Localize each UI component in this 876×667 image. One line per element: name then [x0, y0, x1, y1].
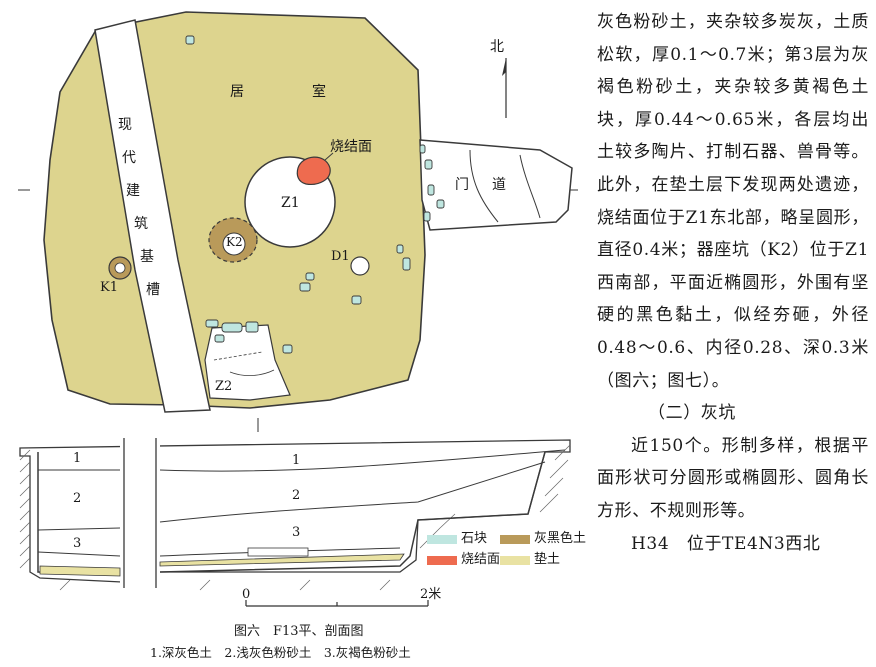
k2-label: K2 [226, 235, 243, 249]
section-layer-left-1: 1 [73, 451, 82, 466]
section-layer-left-2: 2 [73, 491, 82, 506]
living-room-label-b: 室 [312, 84, 326, 100]
legend-swatch-soil [500, 535, 530, 544]
section-heading: （二）灰坑 [648, 403, 736, 424]
legend-swatch-stone [427, 535, 457, 544]
figure-f13: 北 居 室 现 代 建 筑 基 槽 烧结面 Z1 K2 K1 D1 Z2 门 道… [18, 11, 587, 660]
figure-subcaption: 1.深灰色土 2.浅灰色粉砂土 3.灰褐色粉砂土 [150, 645, 411, 660]
z1-label: Z1 [281, 195, 300, 211]
door-label-b: 道 [492, 177, 506, 193]
article-paragraph-2: 近150个。形制多样，根据平面形状可分圆形或椭圆形、圆角长方形、不规则形等。 [597, 435, 869, 521]
section-layer-right-3: 3 [292, 525, 301, 540]
figure-caption: 图六 F13平、剖面图 [234, 624, 364, 639]
figure-drawing [18, 11, 578, 607]
section-layer-right-2: 2 [292, 488, 301, 503]
section-drawing [19, 438, 571, 591]
scale-start: 0 [242, 587, 251, 602]
burnt-surface-label: 烧结面 [330, 139, 372, 155]
legend-label-bedding: 垫土 [534, 552, 561, 567]
section-layer-left-3: 3 [73, 536, 82, 551]
foundation-trench [94, 19, 211, 413]
stones [185, 35, 445, 354]
k1-label: K1 [100, 280, 118, 295]
article-paragraph-3: H34 位于TE4N3西北 [631, 533, 821, 554]
north-label: 北 [490, 39, 504, 55]
article-paragraph-1: 灰色粉砂土，夹杂较多炭灰，土质松软，厚0.1～0.7米；第3层为灰褐色粉砂土，夹… [597, 12, 869, 391]
z2-hearth [204, 324, 291, 401]
d1-posthole [350, 256, 370, 276]
legend-label-soil: 灰黑色土 [534, 531, 587, 546]
legend-swatch-bedding [500, 556, 530, 565]
z2-label: Z2 [215, 379, 233, 394]
living-room-label-a: 居 [230, 84, 244, 100]
burnt-surface-mark [296, 156, 331, 185]
door-label-a: 门 [455, 177, 469, 193]
legend-swatch-burnt [427, 556, 457, 565]
scale-bar [245, 600, 429, 607]
d1-label: D1 [331, 249, 350, 264]
scale-end: 2米 [420, 587, 442, 602]
north-arrow [502, 58, 507, 118]
foundation-trench-label: 现 代 建 筑 基 槽 [118, 117, 160, 298]
section-layer-right-1: 1 [292, 453, 301, 468]
article-column: 灰色粉砂土，夹杂较多炭灰，土质松软，厚0.1～0.7米；第3层为灰褐色粉砂土，夹… [597, 6, 869, 560]
legend-label-stone: 石块 [461, 531, 488, 546]
legend-label-burnt: 烧结面 [461, 552, 501, 567]
doorway [419, 139, 573, 231]
